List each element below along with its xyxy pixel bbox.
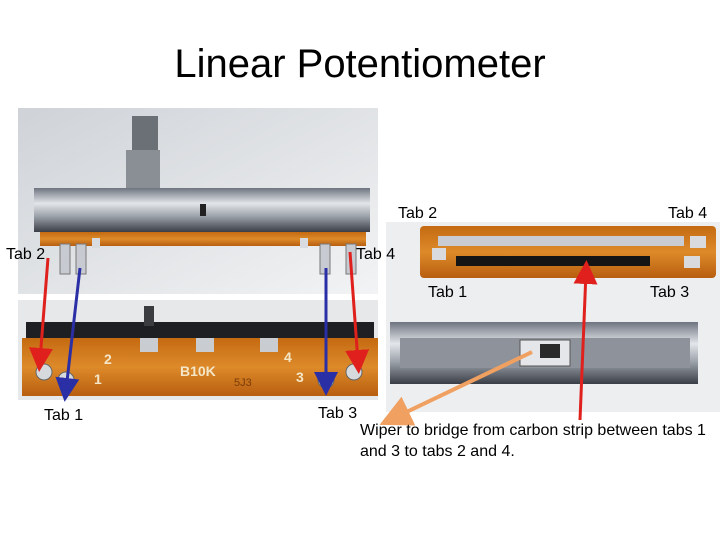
label-right-tab2: Tab 2 bbox=[398, 205, 437, 223]
label-right-tab4: Tab 4 bbox=[668, 205, 707, 223]
pcb-mark-1: 1 bbox=[94, 371, 102, 387]
label-top-left-tab4: Tab 4 bbox=[356, 246, 395, 264]
label-right-tab1: Tab 1 bbox=[428, 284, 467, 302]
pcb-mark-code: 5J3 bbox=[234, 377, 252, 389]
photo-top-left bbox=[18, 108, 378, 294]
pcb-mark-4: 4 bbox=[284, 349, 292, 365]
label-top-left-tab2: Tab 2 bbox=[6, 246, 45, 264]
label-bottom-left-tab1: Tab 1 bbox=[44, 407, 83, 425]
wiper-note: Wiper to bridge from carbon strip betwee… bbox=[360, 420, 710, 462]
pcb-mark-3: 3 bbox=[296, 369, 304, 385]
label-bottom-left-tab3: Tab 3 bbox=[318, 405, 357, 423]
label-right-tab3: Tab 3 bbox=[650, 284, 689, 302]
pcb-mark-2: 2 bbox=[104, 351, 112, 367]
pcb-mark-value: B10K bbox=[180, 363, 216, 379]
photo-right bbox=[386, 222, 720, 412]
